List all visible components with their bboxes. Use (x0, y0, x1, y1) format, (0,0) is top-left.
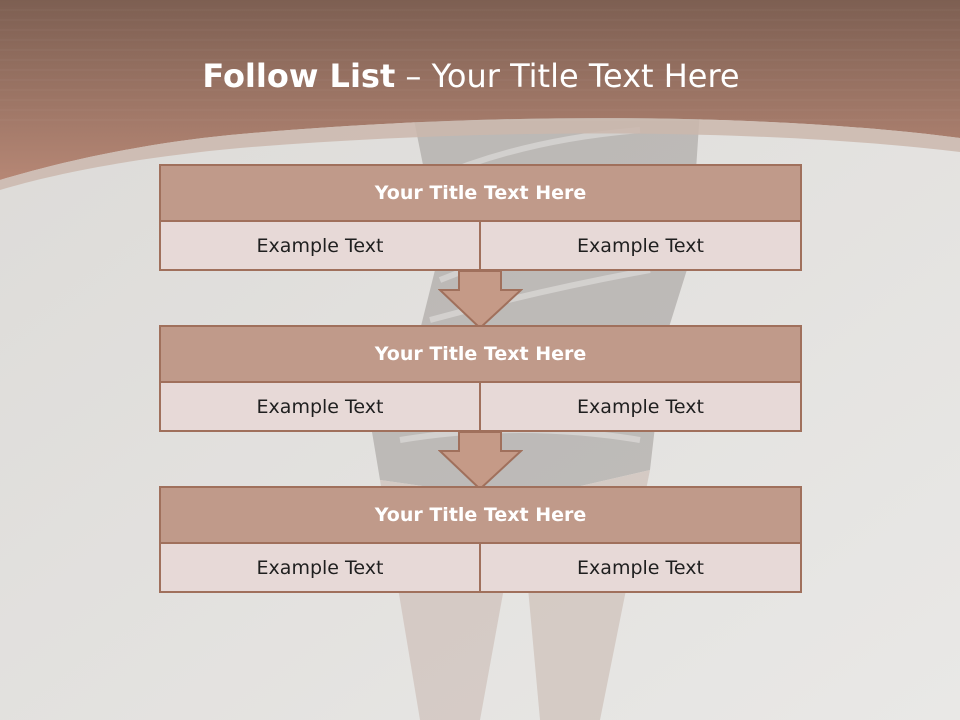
block-cell-right: Example Text (479, 542, 802, 593)
down-arrow-icon (438, 431, 523, 491)
slide-title: Follow List – Your Title Text Here (0, 56, 942, 96)
down-arrow-icon (438, 270, 523, 330)
block-title: Your Title Text Here (159, 164, 802, 222)
block-cell-left: Example Text (159, 381, 481, 432)
block-title: Your Title Text Here (159, 486, 802, 544)
block-cell-left: Example Text (159, 542, 481, 593)
block-cell-right: Example Text (479, 381, 802, 432)
block-cell-left: Example Text (159, 220, 481, 271)
slide-title-rest: – Your Title Text Here (395, 57, 740, 95)
block-title: Your Title Text Here (159, 325, 802, 383)
block-cell-right: Example Text (479, 220, 802, 271)
slide-title-bold: Follow List (202, 57, 396, 95)
